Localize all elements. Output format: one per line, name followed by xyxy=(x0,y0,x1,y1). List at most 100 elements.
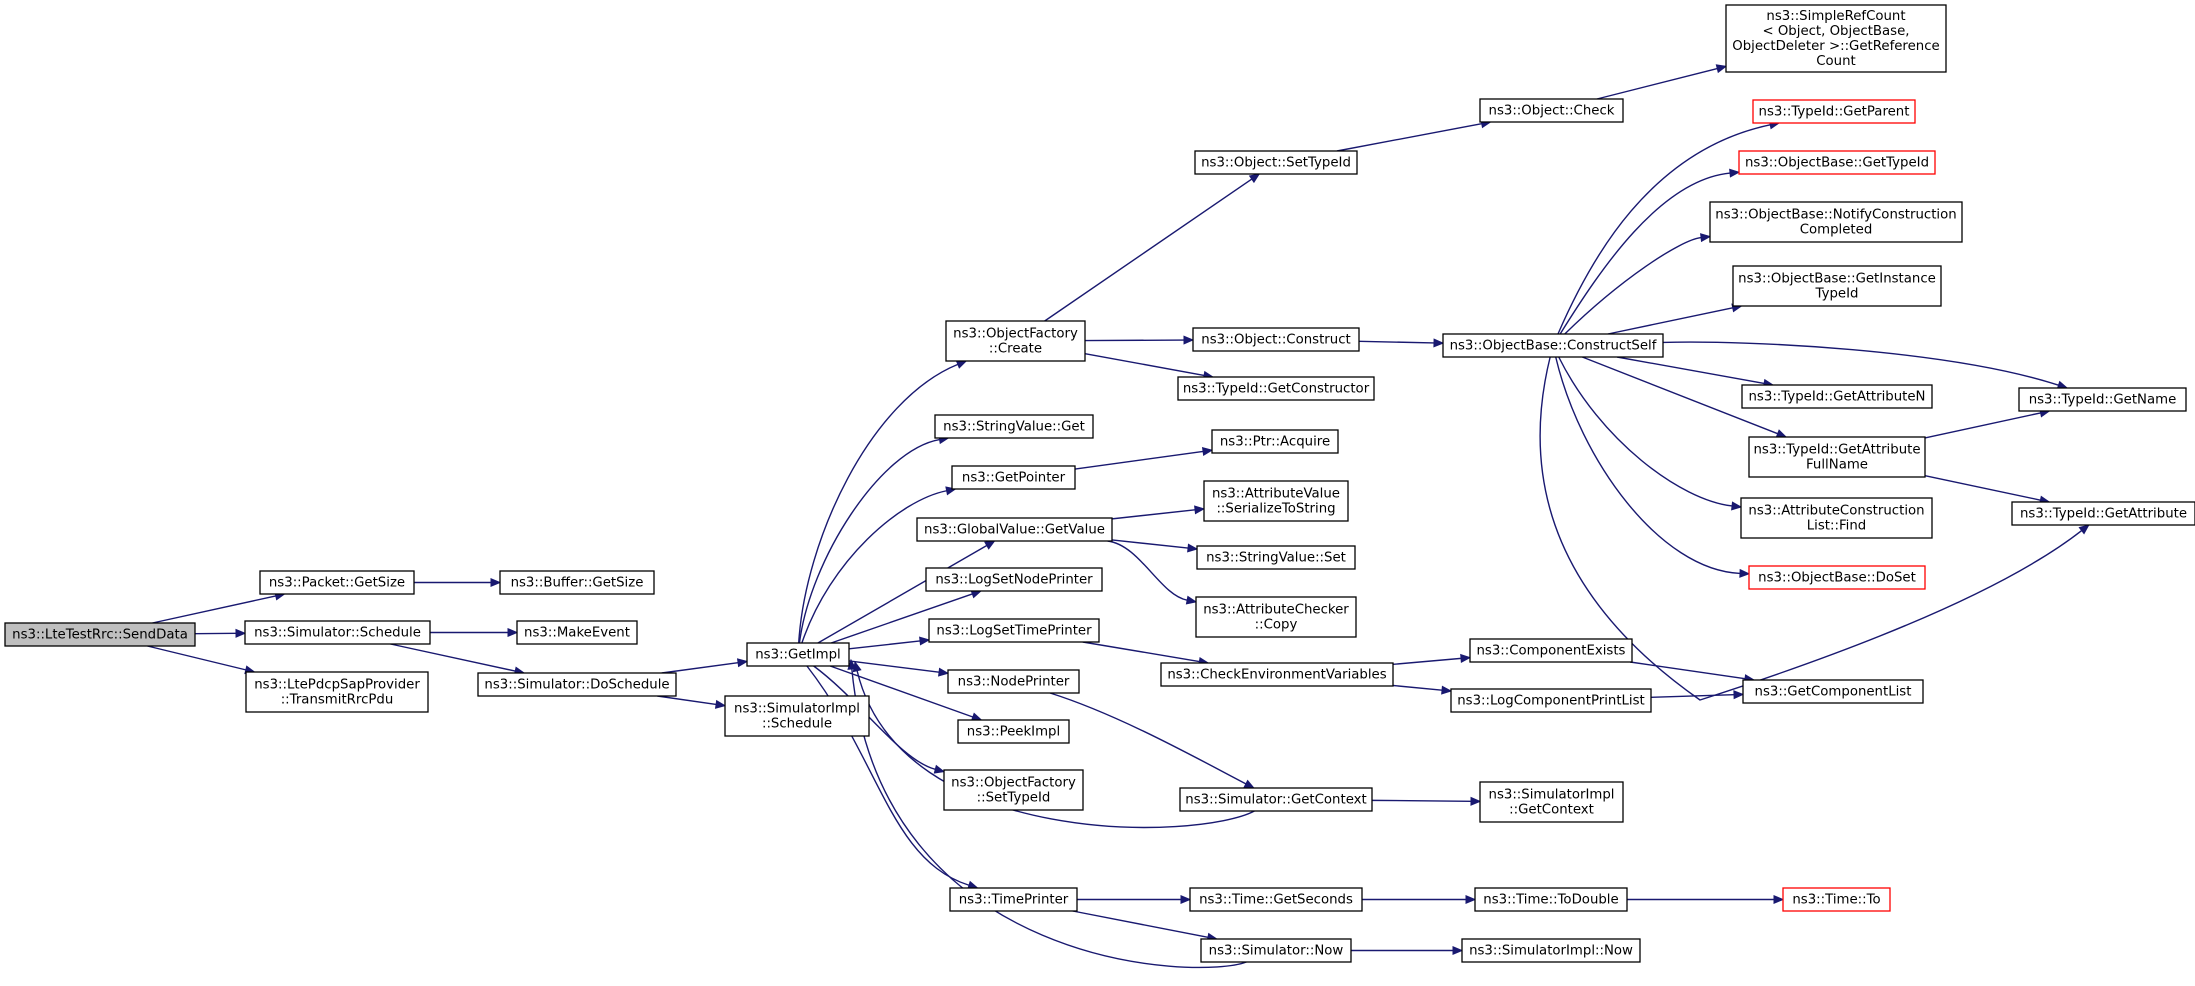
node-nodeprinter[interactable]: ns3::NodePrinter xyxy=(947,669,1080,694)
node-simplerefcount[interactable]: ns3::SimpleRefCount< Object, ObjectBase,… xyxy=(1725,4,1947,73)
node-object-construct[interactable]: ns3::Object::Construct xyxy=(1192,327,1360,352)
node-label: ::GetContext xyxy=(1509,803,1594,818)
edge-send_data-to-transmit_rrc_pdu xyxy=(147,645,256,675)
node-componentexists[interactable]: ns3::ComponentExists xyxy=(1469,638,1633,663)
edge-simulator_doschedule-to-simimpl_schedule xyxy=(657,695,727,709)
node-logsetnodeprinter[interactable]: ns3::LogSetNodePrinter xyxy=(925,567,1103,592)
edge-simulator_now-to-getimpl xyxy=(847,658,1247,969)
edge-simulator_now-to-simimpl_now xyxy=(1351,945,1464,956)
node-simimpl-getcontext[interactable]: ns3::SimulatorImpl::GetContext xyxy=(1479,781,1624,823)
node-label: ns3::Time::ToDouble xyxy=(1483,893,1618,908)
edge-timeprinter-to-simulator_now xyxy=(1072,910,1219,942)
node-label: ns3::LogSetTimePrinter xyxy=(936,624,1092,639)
node-label: ns3::Object::Check xyxy=(1489,104,1615,119)
node-label: ns3::SimulatorImpl xyxy=(1489,788,1615,803)
node-logsettimeprinter[interactable]: ns3::LogSetTimePrinter xyxy=(928,618,1100,643)
node-label: ns3::LogSetNodePrinter xyxy=(935,573,1093,588)
node-check-env-vars[interactable]: ns3::CheckEnvironmentVariables xyxy=(1160,662,1394,687)
node-label: ns3::ObjectBase::GetTypeId xyxy=(1745,156,1929,171)
node-time-to[interactable]: ns3::Time::To xyxy=(1782,887,1891,912)
node-typeid-getconstructor[interactable]: ns3::TypeId::GetConstructor xyxy=(1177,376,1375,401)
node-getpointer[interactable]: ns3::GetPointer xyxy=(951,465,1076,490)
node-buffer-getsize[interactable]: ns3::Buffer::GetSize xyxy=(499,570,655,595)
edge-typeid_getattrfullname-to-typeid_getname xyxy=(1924,408,2051,439)
node-simulator-schedule[interactable]: ns3::Simulator::Schedule xyxy=(244,620,431,645)
node-label: ns3::TypeId::GetParent xyxy=(1759,105,1910,120)
node-label: ns3::Object::Construct xyxy=(1201,333,1350,348)
call-nodes: ns3::LteTestRrc::SendData ns3::Packet::Ge… xyxy=(4,4,2195,963)
node-objectbase-notify[interactable]: ns3::ObjectBase::NotifyConstructionCompl… xyxy=(1709,201,1963,243)
node-ptr-acquire[interactable]: ns3::Ptr::Acquire xyxy=(1211,429,1339,454)
node-makeevent[interactable]: ns3::MakeEvent xyxy=(516,620,638,645)
node-typeid-getattribute[interactable]: ns3::TypeId::GetAttribute xyxy=(2011,501,2195,526)
edge-send_data-to-simulator_schedule xyxy=(194,628,247,638)
node-typeid-getparent[interactable]: ns3::TypeId::GetParent xyxy=(1752,99,1916,124)
node-label: ns3::GetImpl xyxy=(755,648,840,663)
edge-simulator_schedule-to-makeevent xyxy=(430,627,519,638)
node-attrchecker-copy[interactable]: ns3::AttributeChecker::Copy xyxy=(1195,596,1357,638)
node-simimpl-schedule[interactable]: ns3::SimulatorImpl::Schedule xyxy=(724,695,870,737)
edge-packet_getsize-to-buffer_getsize xyxy=(414,577,502,588)
edge-object_construct-to-objectbase_constructself xyxy=(1358,338,1445,348)
node-peekimpl[interactable]: ns3::PeekImpl xyxy=(957,719,1070,744)
node-label: ns3::ObjectBase::NotifyConstruction xyxy=(1715,208,1956,223)
edge-objectbase_constructself-to-objectbase_getinstance xyxy=(1607,303,1743,335)
node-label: ns3::StringValue::Get xyxy=(943,420,1085,435)
node-simulator-getcontext[interactable]: ns3::Simulator::GetContext xyxy=(1179,787,1373,812)
node-objectbase-doset[interactable]: ns3::ObjectBase::DoSet xyxy=(1748,565,1926,590)
node-label: ns3::GlobalValue::GetValue xyxy=(924,523,1105,538)
node-getimpl[interactable]: ns3::GetImpl xyxy=(746,642,850,667)
node-time-getseconds[interactable]: ns3::Time::GetSeconds xyxy=(1189,887,1363,912)
node-label: ::SetTypeId xyxy=(977,791,1051,806)
edge-objectfactory_create-to-object_settypeid xyxy=(1044,173,1261,322)
node-objectbase-gettypeid[interactable]: ns3::ObjectBase::GetTypeId xyxy=(1738,150,1936,175)
node-packet-getsize[interactable]: ns3::Packet::GetSize xyxy=(259,570,415,595)
node-typeid-getattributen[interactable]: ns3::TypeId::GetAttributeN xyxy=(1741,384,1933,409)
edge-typeid_getattrfullname-to-typeid_getattribute xyxy=(1924,474,2051,505)
node-stringvalue-get[interactable]: ns3::StringValue::Get xyxy=(934,414,1094,439)
node-label: TypeId xyxy=(1815,287,1859,302)
call-edges xyxy=(147,64,2090,969)
edge-time_todouble-to-time_to xyxy=(1627,894,1785,905)
node-timeprinter[interactable]: ns3::TimePrinter xyxy=(949,887,1078,912)
node-label: ::Create xyxy=(989,342,1042,357)
node-label: ns3::AttributeValue xyxy=(1212,487,1340,502)
node-attrvalue-serialize[interactable]: ns3::AttributeValue::SerializeToString xyxy=(1203,480,1349,522)
node-typeid-getname[interactable]: ns3::TypeId::GetName xyxy=(2018,387,2187,412)
node-label: ::Copy xyxy=(1255,618,1298,633)
node-label: ns3::Time::GetSeconds xyxy=(1199,893,1353,908)
edge-componentexists-to-getcomponentlist xyxy=(1629,661,1756,684)
node-simulator-now[interactable]: ns3::Simulator::Now xyxy=(1200,938,1352,963)
node-simimpl-now[interactable]: ns3::SimulatorImpl::Now xyxy=(1461,938,1641,963)
node-label: ns3::StringValue::Set xyxy=(1206,551,1346,566)
edge-objectbase_constructself-to-objectbase_doset xyxy=(1555,356,1751,578)
node-transmit-rrc-pdu[interactable]: ns3::LtePdcpSapProvider::TransmitRrcPdu xyxy=(245,671,429,713)
edge-getpointer-to-ptr_acquire xyxy=(1074,446,1214,470)
node-objectfactory-create[interactable]: ns3::ObjectFactory::Create xyxy=(945,320,1086,362)
node-getcomponentlist[interactable]: ns3::GetComponentList xyxy=(1742,679,1924,704)
node-label: ns3::PeekImpl xyxy=(967,725,1060,740)
edge-object_settypeid-to-object_check xyxy=(1336,119,1492,152)
node-logcomponentprintlist[interactable]: ns3::LogComponentPrintList xyxy=(1450,688,1652,713)
node-label: ns3::AttributeChecker xyxy=(1203,603,1349,618)
edge-objectbase_constructself-to-typeid_getattributen xyxy=(1616,356,1775,388)
node-objectfactory-settypeid[interactable]: ns3::ObjectFactory::SetTypeId xyxy=(943,769,1084,811)
node-label: ns3::ObjectFactory xyxy=(951,776,1076,791)
node-object-settypeid[interactable]: ns3::Object::SetTypeId xyxy=(1194,150,1358,175)
node-label: ::TransmitRrcPdu xyxy=(281,693,394,708)
edge-time_getseconds-to-time_todouble xyxy=(1362,894,1477,905)
node-globalvalue-getvalue[interactable]: ns3::GlobalValue::GetValue xyxy=(916,517,1113,542)
node-stringvalue-set[interactable]: ns3::StringValue::Set xyxy=(1196,545,1356,570)
node-label: ns3::ObjectBase::GetInstance xyxy=(1738,272,1936,287)
node-simulator-doschedule[interactable]: ns3::Simulator::DoSchedule xyxy=(477,672,677,697)
edge-getimpl-to-peekimpl xyxy=(829,665,983,722)
node-object-check[interactable]: ns3::Object::Check xyxy=(1479,98,1624,123)
node-objectbase-constructself[interactable]: ns3::ObjectBase::ConstructSelf xyxy=(1442,333,1664,358)
edge-globalvalue_getvalue-to-attrchecker_copy xyxy=(1107,540,1198,605)
node-send-data[interactable]: ns3::LteTestRrc::SendData xyxy=(4,622,196,647)
node-label: ns3::ObjectBase::ConstructSelf xyxy=(1450,339,1657,354)
node-time-todouble[interactable]: ns3::Time::ToDouble xyxy=(1474,887,1628,912)
